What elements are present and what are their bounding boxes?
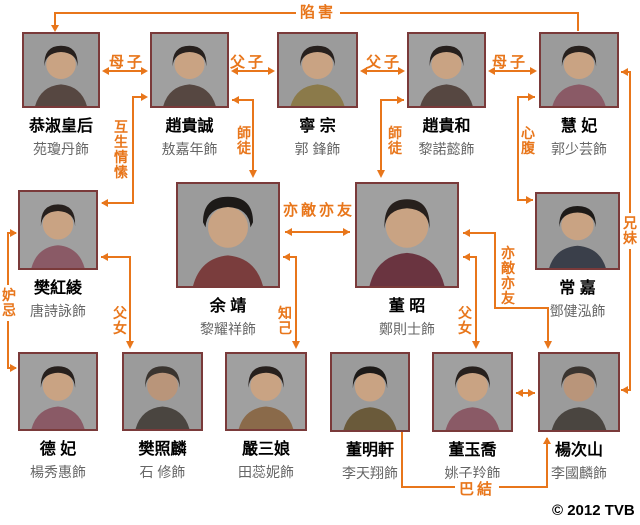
portrait-yang-cishan [538,352,620,432]
portrait-zhao-guihe [407,32,486,108]
actor-name: 黎諾懿飾 [418,141,475,157]
relation-label-father-son-1: 父子 [229,54,267,71]
character-name: 董明軒 [345,442,394,459]
person-card-yan-sanniang: 嚴三娘 田蕊妮飾 [225,352,307,482]
character-name: 寧 宗 [299,118,336,135]
person-card-fan-hongling: 樊紅綾 唐詩詠飾 [18,190,98,321]
actor-name: 郭 鋒飾 [294,141,341,157]
character-name: 常 嘉 [559,280,596,297]
person-card-de-fei: 德 妃 楊秀惠飾 [18,352,98,482]
line-mutual-affection [102,96,146,204]
actor-name: 鄭則士飾 [379,321,435,337]
portrait-chang-jia [535,192,620,270]
actor-name: 唐詩詠飾 [30,303,86,319]
character-name: 楊次山 [554,442,603,459]
portrait-ningzong [277,32,358,108]
actor-name: 石 修飾 [139,464,186,480]
relation-label-siblings: 兄妹 [622,213,638,249]
character-name: 嚴三娘 [241,441,290,458]
character-name: 趙貴和 [422,118,471,135]
relation-label-mentor-1: 師徒 [237,125,251,156]
line-confidant [517,96,535,201]
portrait-dong-mingxuan [330,352,410,432]
actor-name: 田蕊妮飾 [238,464,294,480]
copyright-notice: © 2012 TVB [552,502,635,519]
actor-name: 黎耀祥飾 [200,321,256,337]
relation-label-father-son-2: 父子 [365,54,403,71]
actor-name: 姚子羚飾 [444,465,501,481]
relation-label-mentor-2: 師徒 [388,125,402,156]
character-name: 德 妃 [39,441,77,458]
person-card-gongshu-empress: 恭淑皇后 苑瓊丹飾 [22,32,100,159]
relation-label-mutual-affection: 互生情愫 [114,119,128,180]
person-card-dong-yuqiao: 董玉喬 姚子羚飾 [432,352,513,483]
relation-label-fawning: 巴結 [454,478,500,499]
relation-label-confidant: 心腹 [521,125,535,156]
portrait-de-fei [18,352,98,431]
portrait-hui-fei [539,32,619,108]
character-name: 慧 妃 [560,118,598,135]
character-name: 恭淑皇后 [28,118,93,135]
person-card-yu-jing: 余 靖 黎耀祥飾 [176,182,280,339]
relation-label-frenemies-h: 亦敵亦友 [282,202,356,219]
character-name: 樊照麟 [138,441,187,458]
actor-name: 楊秀惠飾 [30,464,86,480]
person-card-hui-fei: 慧 妃 郭少芸飾 [539,32,619,159]
relation-label-frenemies-v: 亦敵亦友 [501,245,515,306]
person-card-dong-zhao: 董 昭 鄭則士飾 [355,182,459,339]
actor-name: 李國麟飾 [551,465,607,481]
character-name: 董玉喬 [448,442,497,459]
actor-name: 郭少芸飾 [551,141,607,157]
actor-name: 苑瓊丹飾 [33,141,89,157]
portrait-dong-zhao [355,182,459,288]
relation-label-mother-son-2: 母子 [491,54,529,71]
line-mentor-2 [380,99,404,176]
line-father-daughter-1 [101,256,131,347]
character-name: 趙貴誠 [165,118,214,135]
portrait-fan-zhaolin [122,352,203,431]
actor-name: 敖嘉年飾 [161,141,218,157]
portrait-yu-jing [176,182,280,288]
arrowheads [10,25,628,444]
person-card-ningzong: 寧 宗 郭 鋒飾 [277,32,358,159]
person-card-chang-jia: 常 嘉 鄧健泓飾 [535,192,620,321]
portrait-fan-hongling [18,190,98,270]
portrait-yan-sanniang [225,352,307,431]
relation-label-soulmate: 知己 [278,305,292,336]
character-name: 余 靖 [209,298,247,315]
relation-label-frame: 陷害 [295,1,341,22]
relation-label-mother-son-1: 母子 [108,54,146,71]
portrait-gongshu-empress [22,32,100,108]
person-card-yang-cishan: 楊次山 李國麟飾 [538,352,620,483]
person-card-fan-zhaolin: 樊照麟 石 修飾 [122,352,203,482]
relation-label-father-daughter-2: 父女 [458,305,472,336]
portrait-dong-yuqiao [432,352,513,432]
line-frenemies-v [463,232,549,347]
relation-label-father-daughter-1: 父女 [113,305,127,336]
person-card-dong-mingxuan: 董明軒 李天翔飾 [330,352,410,483]
character-name: 樊紅綾 [33,280,82,297]
person-card-zhao-guicheng: 趙貴誠 敖嘉年飾 [150,32,229,159]
actor-name: 鄧健泓飾 [549,303,606,319]
person-card-zhao-guihe: 趙貴和 黎諾懿飾 [407,32,486,159]
actor-name: 李天翔飾 [342,465,398,481]
character-name: 董 昭 [388,298,426,315]
portrait-zhao-guicheng [150,32,229,108]
relation-label-jealousy: 妒忌 [1,285,17,321]
